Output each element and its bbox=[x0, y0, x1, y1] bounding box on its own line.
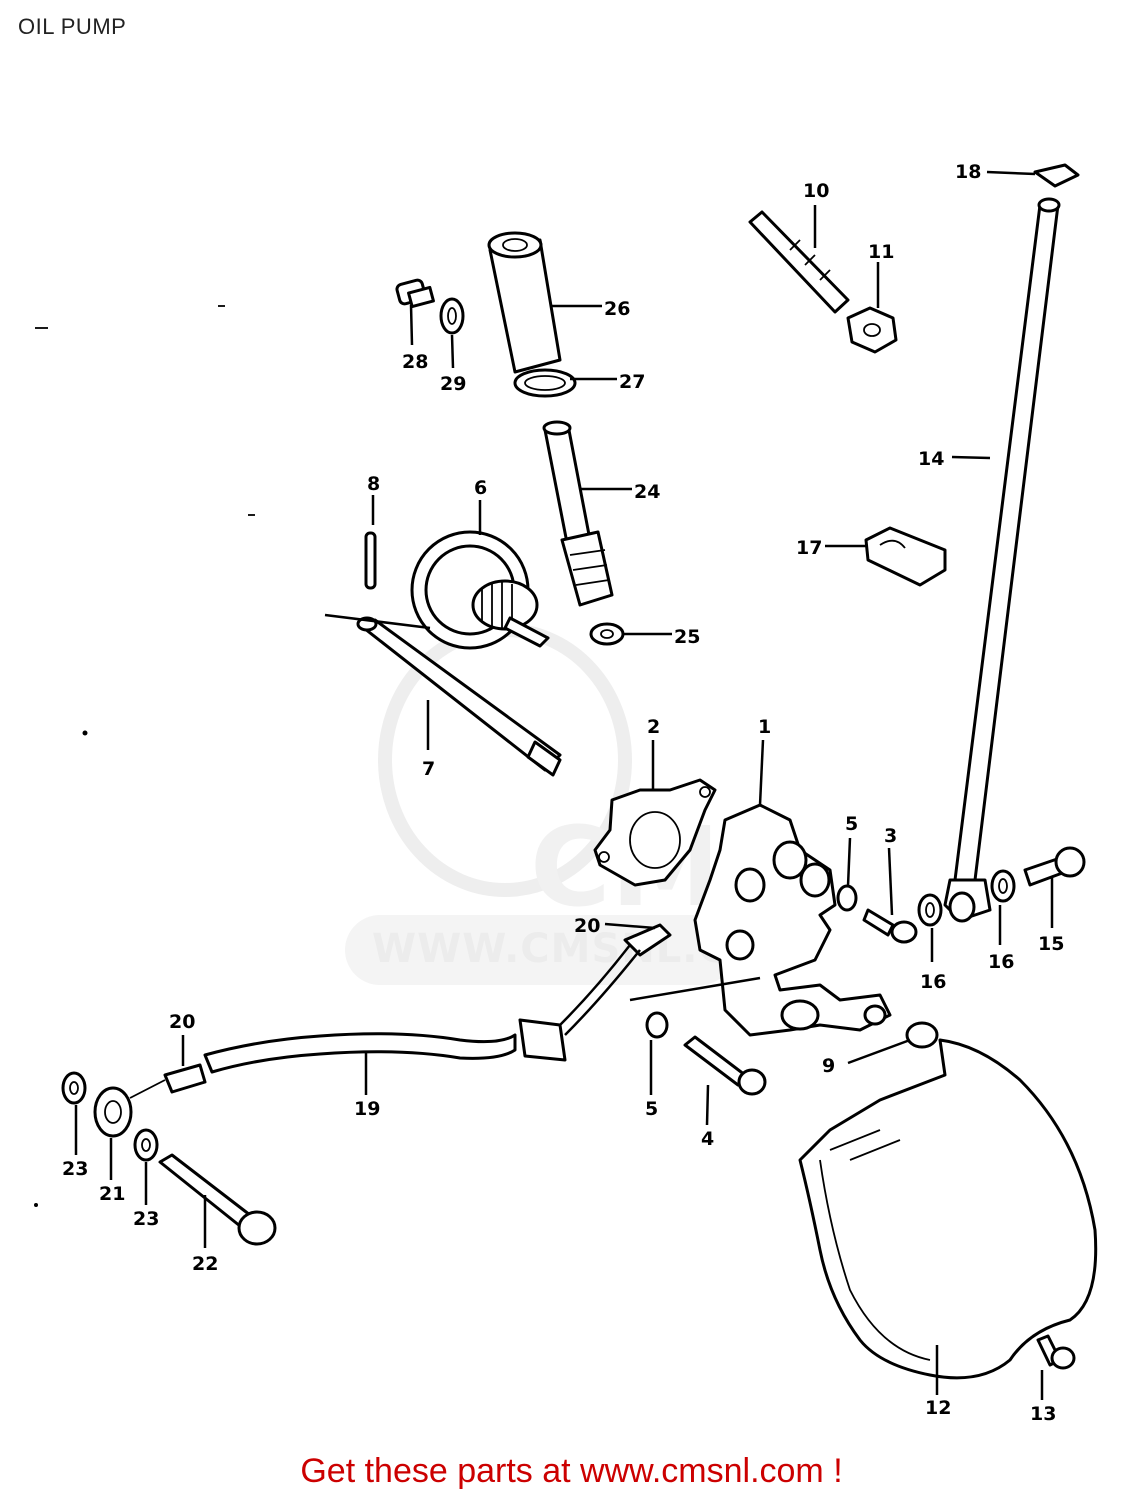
part-2-gasket[interactable] bbox=[593, 778, 717, 887]
part-27-oring[interactable] bbox=[513, 368, 577, 398]
callout-27: 27 bbox=[619, 371, 645, 393]
part-1-oil-pump-body[interactable] bbox=[629, 803, 892, 1037]
part-13-screw[interactable] bbox=[1036, 1334, 1076, 1370]
callout-17: 17 bbox=[796, 537, 822, 559]
part-22-banjo-bolt[interactable] bbox=[158, 1153, 277, 1246]
callout-11: 11 bbox=[868, 241, 894, 263]
callout-29: 29 bbox=[440, 373, 466, 395]
callout-7: 7 bbox=[422, 758, 435, 780]
callout-23-left: 23 bbox=[62, 1158, 88, 1180]
callout-2: 2 bbox=[647, 716, 660, 738]
callout-20-upper: 20 bbox=[574, 915, 600, 937]
callout-5-upper: 5 bbox=[845, 813, 858, 835]
callout-28: 28 bbox=[402, 351, 428, 373]
callout-19: 19 bbox=[354, 1098, 380, 1120]
part-16-washer-left[interactable] bbox=[917, 893, 943, 927]
part-11-nut[interactable] bbox=[846, 306, 898, 354]
callout-1: 1 bbox=[758, 716, 771, 738]
callout-4: 4 bbox=[701, 1128, 714, 1150]
callout-15: 15 bbox=[1038, 933, 1064, 955]
callout-8: 8 bbox=[367, 473, 380, 495]
callout-20-lower: 20 bbox=[169, 1011, 195, 1033]
part-18-clip[interactable] bbox=[1033, 163, 1080, 188]
callout-24: 24 bbox=[634, 481, 660, 503]
part-29-washer[interactable] bbox=[439, 297, 465, 335]
callout-9: 9 bbox=[822, 1055, 835, 1077]
part-16-washer-right[interactable] bbox=[990, 869, 1016, 903]
callout-5-lower: 5 bbox=[645, 1098, 658, 1120]
part-14-oil-hose[interactable] bbox=[943, 197, 1061, 923]
part-23-washer-right[interactable] bbox=[133, 1128, 159, 1162]
part-4-screw[interactable] bbox=[683, 1035, 767, 1096]
callout-16-right: 16 bbox=[988, 951, 1014, 973]
part-19-hose[interactable] bbox=[203, 944, 641, 1074]
footer-parts-link[interactable]: Get these parts at www.cmsnl.com ! bbox=[300, 1452, 843, 1490]
part-5-washer-upper[interactable] bbox=[836, 884, 858, 912]
part-8-pin[interactable] bbox=[364, 531, 377, 590]
callout-22: 22 bbox=[192, 1253, 218, 1275]
part-15-banjo-bolt[interactable] bbox=[1023, 846, 1086, 887]
callout-14: 14 bbox=[918, 448, 944, 470]
part-6-gear[interactable] bbox=[410, 530, 550, 650]
callout-23-right: 23 bbox=[133, 1208, 159, 1230]
page-title: OIL PUMP bbox=[18, 14, 127, 39]
callout-16-left: 16 bbox=[920, 971, 946, 993]
stray-marks bbox=[34, 305, 255, 1207]
part-9-plug[interactable] bbox=[905, 1021, 939, 1049]
callout-26: 26 bbox=[604, 298, 630, 320]
callout-21: 21 bbox=[99, 1183, 125, 1205]
callout-12: 12 bbox=[925, 1397, 951, 1419]
part-23-washer-left[interactable] bbox=[61, 1071, 87, 1105]
callout-6: 6 bbox=[474, 477, 487, 499]
callout-25: 25 bbox=[674, 626, 700, 648]
part-17-cap[interactable] bbox=[864, 526, 947, 587]
callout-13: 13 bbox=[1030, 1403, 1056, 1425]
callout-18: 18 bbox=[955, 161, 981, 183]
part-20-clip-lower[interactable] bbox=[163, 1063, 207, 1094]
part-20-clip-upper[interactable] bbox=[623, 923, 672, 957]
callout-3: 3 bbox=[884, 825, 897, 847]
part-21-banjo[interactable] bbox=[93, 1079, 166, 1138]
part-7-shaft[interactable] bbox=[324, 613, 562, 777]
part-12-cover[interactable] bbox=[798, 1038, 1098, 1380]
part-10-stud[interactable] bbox=[748, 210, 850, 314]
part-26-sleeve[interactable] bbox=[487, 231, 562, 374]
leader-lines bbox=[74, 170, 1054, 1400]
part-5-washer-lower[interactable] bbox=[645, 1011, 669, 1039]
part-3-screw[interactable] bbox=[862, 908, 918, 944]
callout-10: 10 bbox=[803, 180, 829, 202]
part-28-bolt[interactable] bbox=[395, 278, 435, 309]
part-25-washer[interactable] bbox=[589, 622, 625, 646]
callout-labels: 28 29 26 27 24 25 8 6 7 2 1 5 3 16 16 15… bbox=[62, 161, 1064, 1425]
part-24-shaft[interactable] bbox=[542, 420, 614, 607]
